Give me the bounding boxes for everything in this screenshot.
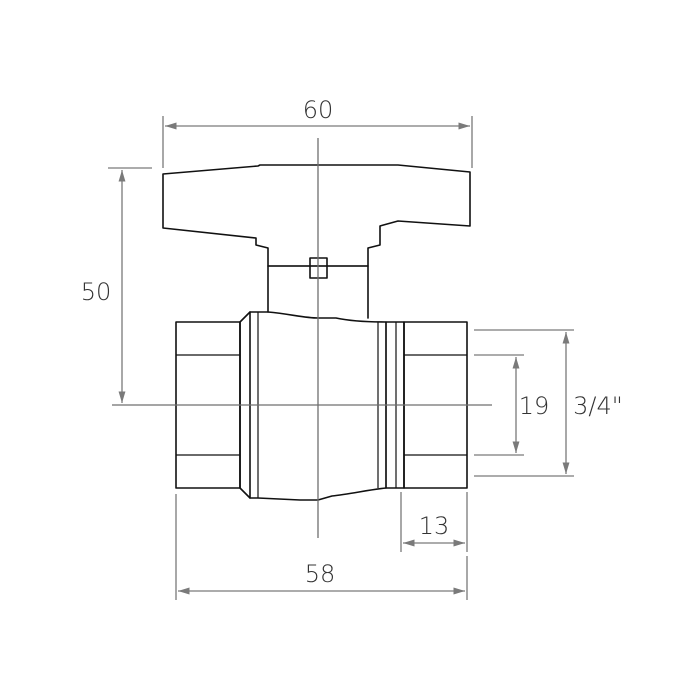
- dimension-label-thread-length: 13: [419, 512, 450, 540]
- valve-outline: [162, 164, 471, 501]
- dimension-handle-width: 60: [162, 96, 473, 168]
- dimension-bore: 19: [474, 354, 550, 456]
- dimension-label-total-height: 50: [81, 278, 112, 306]
- dimension-total-height: 50: [81, 167, 152, 403]
- dimension-body-length: 58: [175, 494, 468, 600]
- t-handle: [162, 164, 471, 267]
- dimension-thread-length: 13: [400, 492, 468, 552]
- dimension-label-thread-size: 3/4": [573, 392, 623, 420]
- dimension-label-body-length: 58: [305, 560, 336, 588]
- dimension-thread-size: 3/4": [474, 329, 623, 477]
- dimension-label-bore: 19: [519, 392, 550, 420]
- dimension-label-handle-width: 60: [303, 96, 334, 124]
- center-lines: [112, 138, 492, 538]
